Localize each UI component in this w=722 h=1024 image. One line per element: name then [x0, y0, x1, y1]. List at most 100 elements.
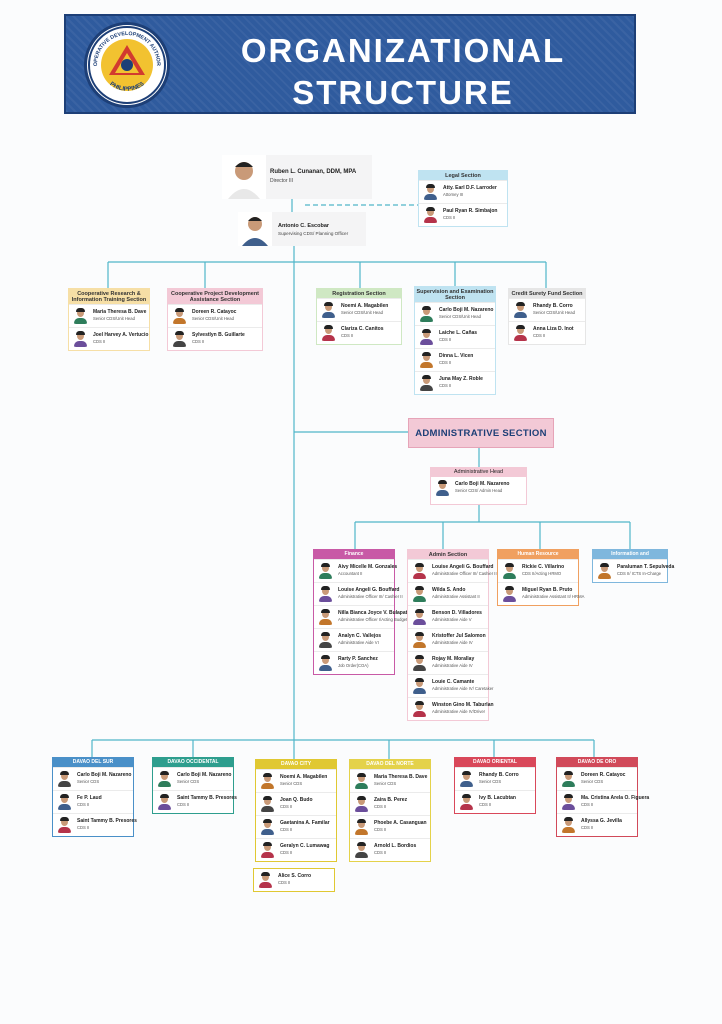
director-role: Director III [270, 178, 294, 184]
member-name: Louise Angeli G. Bouffard [432, 564, 494, 570]
section-title: DAVAO OCCIDENTAL [153, 758, 233, 767]
member-name: Rhandy B. Corro [533, 303, 573, 309]
member-role: CDS II [533, 333, 546, 338]
member-name: Alice S. Corro [278, 873, 312, 879]
person-avatar [419, 352, 434, 368]
person-avatar [57, 817, 72, 833]
member-role: CDS II [278, 880, 291, 885]
member-role: Senior CDS/Unit Head [192, 316, 234, 321]
member-name: Saint Tammy B. Presores [77, 818, 137, 824]
section-title: Cooperative Research & Information Train… [69, 289, 149, 304]
member-name: Wilda S. Ando [432, 587, 466, 593]
member-name: Doreen R. Catayoc [192, 309, 237, 315]
member-role: Administrative Assistant II/ HRMA [522, 594, 585, 599]
logo-country-text: PHILIPPINES [108, 81, 145, 93]
person-avatar [318, 655, 333, 671]
person-avatar [459, 794, 474, 810]
member-role: Senior CDS [77, 779, 100, 784]
cooperative-research-information-training-section-box: Cooperative Research & Information Train… [68, 288, 150, 351]
person-avatar [412, 701, 427, 717]
person-avatar [321, 302, 336, 318]
member-role: CDS II [341, 333, 354, 338]
person-avatar [260, 796, 275, 812]
member-role: CDS II [77, 825, 90, 830]
member-role: Administrative Officer III/ Cashier II [338, 594, 403, 599]
section-title: Finance [314, 550, 394, 559]
member-role: Administrative Aide IV [432, 640, 473, 645]
member-name: Arnold L. Bordios [374, 843, 417, 849]
member-name: Sylvestlyn B. Guillarte [192, 332, 245, 338]
person-avatar [513, 325, 528, 341]
assistant-photo [238, 212, 272, 246]
member-name: Joan Q. Budo [280, 797, 313, 803]
member-name: Noemi A. Magabilen [341, 303, 389, 309]
member-role: Administrative Assistant II [432, 594, 480, 599]
member-name: Aivy Micelle M. Gonzales [338, 564, 398, 570]
person-avatar [57, 794, 72, 810]
administrative-section-title: ADMINISTRATIVE SECTION [408, 418, 554, 448]
person-avatar [318, 632, 333, 648]
person-avatar [318, 586, 333, 602]
member-role: Senior CDS [479, 779, 502, 784]
member-role: CDS II [374, 827, 387, 832]
member-name: Ivy B. Lacubtan [479, 795, 516, 801]
member-role: CDS II [374, 804, 387, 809]
member-name: Atty. Earl D.F. Larroder [443, 185, 497, 191]
member-name: Maria Theresa B. Dave [374, 774, 428, 780]
member-role: CDS II [443, 215, 456, 220]
member-role: CDS II [581, 802, 594, 807]
person-avatar [419, 306, 434, 322]
director-card: Ruben L. Cunanan, DDM, MPA Director III [222, 155, 372, 199]
member-name: Allyssa G. Jevilla [581, 818, 622, 824]
section-title: DAVAO ORIENTAL [455, 758, 535, 767]
member-role: CDS II [479, 802, 492, 807]
person-avatar [73, 331, 88, 347]
member-role: Administrative Aide IV/Driver [432, 709, 486, 714]
assistant-card: Antonio C. Escobar Supervising CDS/ Plan… [238, 212, 366, 246]
person-avatar [321, 325, 336, 341]
member-role: Administrative Officer I/Acting Budget O… [338, 617, 421, 622]
member-role: CDS II [439, 360, 452, 365]
section-title: Admin Section [408, 550, 488, 559]
member-name: Benson D. Villadores [432, 610, 482, 616]
member-name: Louie C. Camante [432, 679, 475, 685]
person-avatar [419, 329, 434, 345]
member-name: Analyn C. Vallejos [338, 633, 382, 639]
member-role: Senior CDS/Unit Head [533, 310, 575, 315]
person-avatar [561, 817, 576, 833]
person-avatar [354, 773, 369, 789]
assistant-name: Antonio C. Escobar [278, 223, 330, 229]
person-avatar [412, 678, 427, 694]
member-name: Louise Angeli G. Bouffard [338, 587, 400, 593]
member-role: Senior CDS [177, 779, 200, 784]
person-avatar [73, 308, 88, 324]
person-avatar [258, 872, 273, 888]
person-avatar [172, 331, 187, 347]
member-name: Phoebe A. Casanguan [374, 820, 427, 826]
member-name: Winston Gino M. Taburlan [432, 702, 494, 708]
member-name: Rarty P. Sanchez [338, 656, 378, 662]
